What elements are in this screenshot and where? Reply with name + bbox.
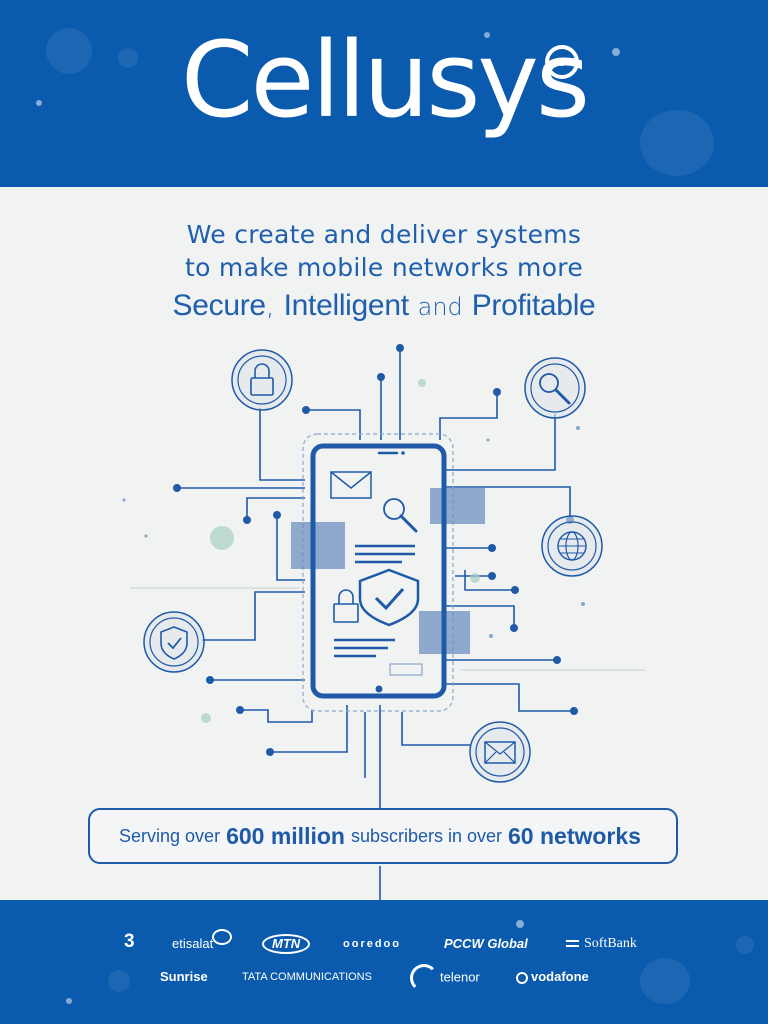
partner-tata: TATA COMMUNICATIONS <box>242 971 372 983</box>
serving-middle: subscribers in over <box>350 825 503 846</box>
partner-telenor: telenor <box>410 964 480 992</box>
brand-ring-logo <box>545 45 579 79</box>
tagline: We create and deliver systems to make mo… <box>0 218 768 327</box>
partner-softbank: SoftBank <box>566 936 637 952</box>
keyword-profitable: Profitable <box>471 289 596 322</box>
circuit-lines <box>177 348 574 900</box>
decor-dot <box>46 28 92 74</box>
globe-icon <box>541 515 603 577</box>
partner-mtn: MTN <box>262 934 311 954</box>
tagline-line-2: to make mobile networks more <box>184 253 584 282</box>
partner-three: 3 <box>124 931 135 952</box>
faint-lines <box>130 587 645 671</box>
magnifier-icon <box>524 357 586 419</box>
serving-banner: Serving over 600 million subscribers in … <box>88 808 678 864</box>
partner-ooredoo: ooredoo <box>343 938 401 950</box>
tagline-comma: , <box>265 289 275 322</box>
lock-icon <box>231 349 293 411</box>
keyword-intelligent: Intelligent <box>283 289 409 322</box>
decor-dot <box>36 100 42 106</box>
smartphone-icon <box>291 433 485 712</box>
telenor-arc-icon <box>410 964 438 992</box>
partner-etisalat: etisalat <box>172 929 232 952</box>
softbank-bars-icon <box>566 940 579 948</box>
tagline-line-3: Secure, Intelligent and Profitable <box>0 286 768 327</box>
decor-dot <box>640 110 714 176</box>
tagline-and: and <box>417 293 463 321</box>
tagline-line-1: We create and deliver systems <box>186 220 582 249</box>
partner-telenor-label: telenor <box>440 969 480 985</box>
partner-pccw: PCCW Global <box>444 936 528 951</box>
decor-dots <box>201 379 480 723</box>
decor-dot <box>108 970 130 992</box>
serving-subscribers: 600 million <box>226 822 345 849</box>
serving-networks: 60 networks <box>508 822 641 849</box>
decor-dot <box>640 958 690 1004</box>
partners-footer: 3 etisalat MTN ooredoo PCCW Global SoftB… <box>0 900 768 1024</box>
shield-check-icon <box>143 611 205 673</box>
serving-prefix: Serving over <box>119 825 221 846</box>
vodafone-mark-icon <box>516 971 528 984</box>
decor-dot <box>118 48 138 68</box>
decor-dot <box>516 920 524 928</box>
decor-dot <box>612 48 620 56</box>
decor-dot <box>484 32 490 38</box>
decor-specks <box>122 426 585 638</box>
etisalat-swoosh-icon <box>212 929 232 945</box>
decor-dot <box>66 998 72 1004</box>
envelope-icon <box>469 721 531 783</box>
header-banner: Cellusys <box>0 0 768 187</box>
partner-etisalat-label: etisalat <box>172 936 214 951</box>
partner-vodafone-label: vodafone <box>531 969 589 984</box>
brand-wordmark: Cellusys <box>180 19 590 141</box>
keyword-secure: Secure <box>172 289 267 322</box>
network-illustration <box>122 344 645 900</box>
partner-sunrise: Sunrise <box>160 969 208 984</box>
partner-softbank-label: SoftBank <box>584 936 637 951</box>
partner-vodafone: vodafone <box>516 969 589 985</box>
decor-dot <box>736 936 754 954</box>
